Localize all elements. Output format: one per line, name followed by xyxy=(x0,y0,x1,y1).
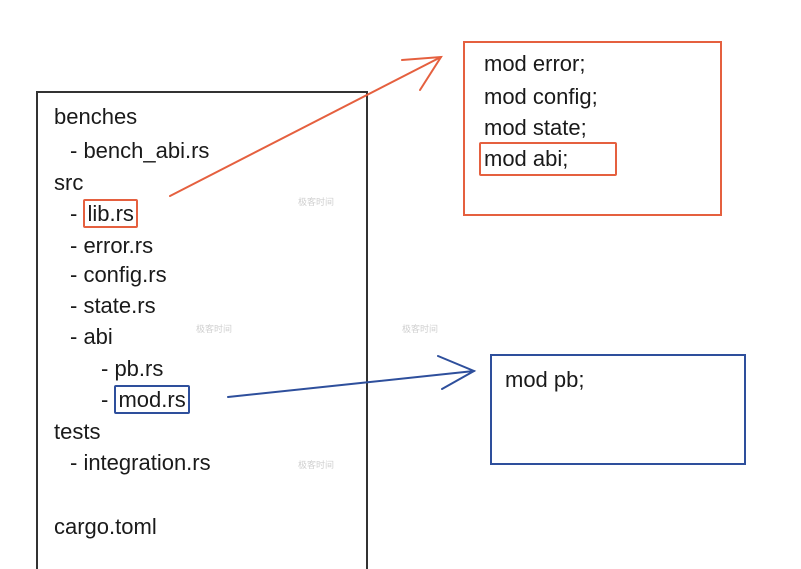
tree-item-pb: - pb.rs xyxy=(101,356,164,381)
tree-item-cargo: cargo.toml xyxy=(54,514,157,539)
lib-rs-highlight: lib.rs xyxy=(83,199,138,228)
mod-rs-contents-box xyxy=(490,354,746,465)
tree-item-integration: - integration.rs xyxy=(70,450,211,475)
tree-item-src: src xyxy=(54,170,84,195)
tree-item-config: - config.rs xyxy=(70,262,167,287)
blue-arrow xyxy=(227,355,477,398)
watermark: 极客时间 xyxy=(196,324,233,334)
code-mod-error: mod error; xyxy=(484,51,586,76)
code-mod-pb: mod pb; xyxy=(505,367,585,392)
tree-item-lib: - lib.rs xyxy=(70,199,138,228)
tree-item-mod: - mod.rs xyxy=(101,385,190,414)
tree-item-benches: benches xyxy=(54,104,138,129)
code-mod-config: mod config; xyxy=(484,84,598,109)
red-arrow xyxy=(169,55,443,197)
watermark: 极客时间 xyxy=(298,460,335,470)
tree-item-error: - error.rs xyxy=(70,233,154,258)
tree-item-state: - state.rs xyxy=(70,293,156,318)
tree-item-abi: - abi xyxy=(70,324,113,349)
watermark: 极客时间 xyxy=(298,197,335,207)
file-tree-panel xyxy=(36,91,368,569)
code-mod-state: mod state; xyxy=(484,115,587,140)
mod-rs-highlight: mod.rs xyxy=(114,385,190,414)
tree-item-bench-abi: - bench_abi.rs xyxy=(70,138,210,163)
tree-item-tests: tests xyxy=(54,419,101,444)
watermark: 极客时间 xyxy=(402,324,439,334)
code-mod-abi-highlight: mod abi; xyxy=(479,142,617,176)
lib-rs-contents-box xyxy=(463,41,722,216)
